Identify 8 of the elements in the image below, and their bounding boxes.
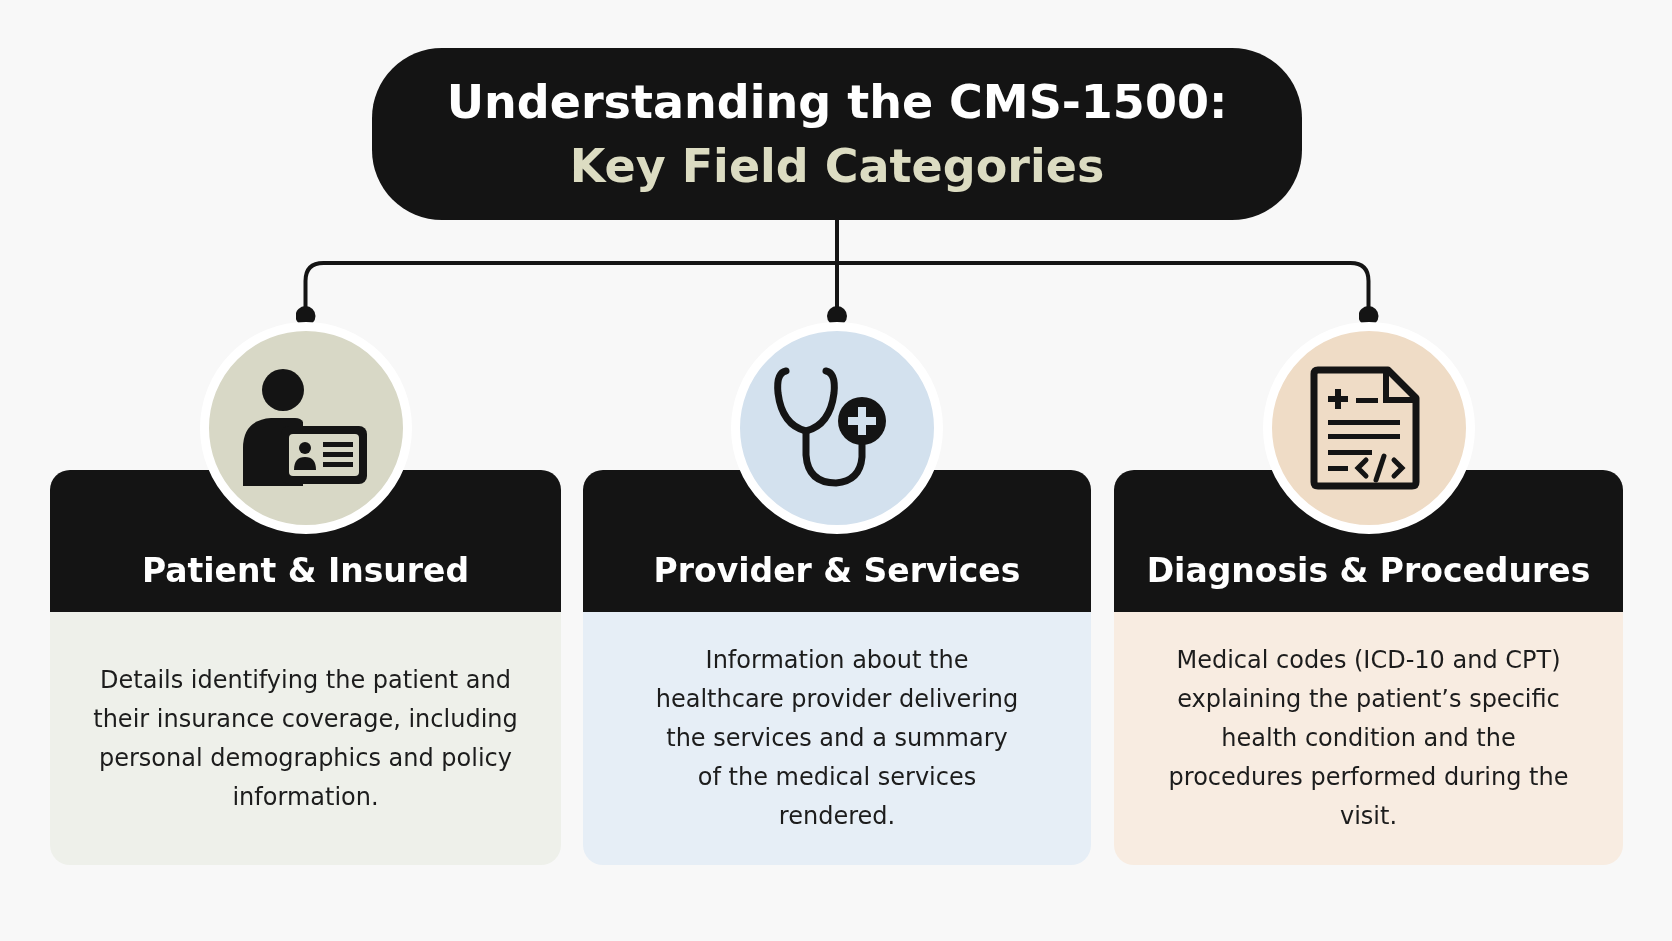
description-text: Details identifying the patient and their insurance coverage, including personal demographics and policy information. (92, 664, 519, 813)
description-text: Information about the healthcare provider delivering the services and a summary of the medical services rendered. (654, 645, 1020, 832)
category-heading: Diagnosis & Procedures (1146, 551, 1591, 590)
category-heading: Patient & Insured (141, 551, 470, 590)
title-text: Understanding the CMS-1500: (446, 74, 1228, 131)
title-text: Key Field Categories (569, 138, 1105, 195)
description-text: Medical codes (ICD-10 and CPT) explaining the patient’s specific health condition and the procedures performed during the visit. (1168, 645, 1569, 832)
category-heading: Provider & Services (653, 551, 1021, 590)
